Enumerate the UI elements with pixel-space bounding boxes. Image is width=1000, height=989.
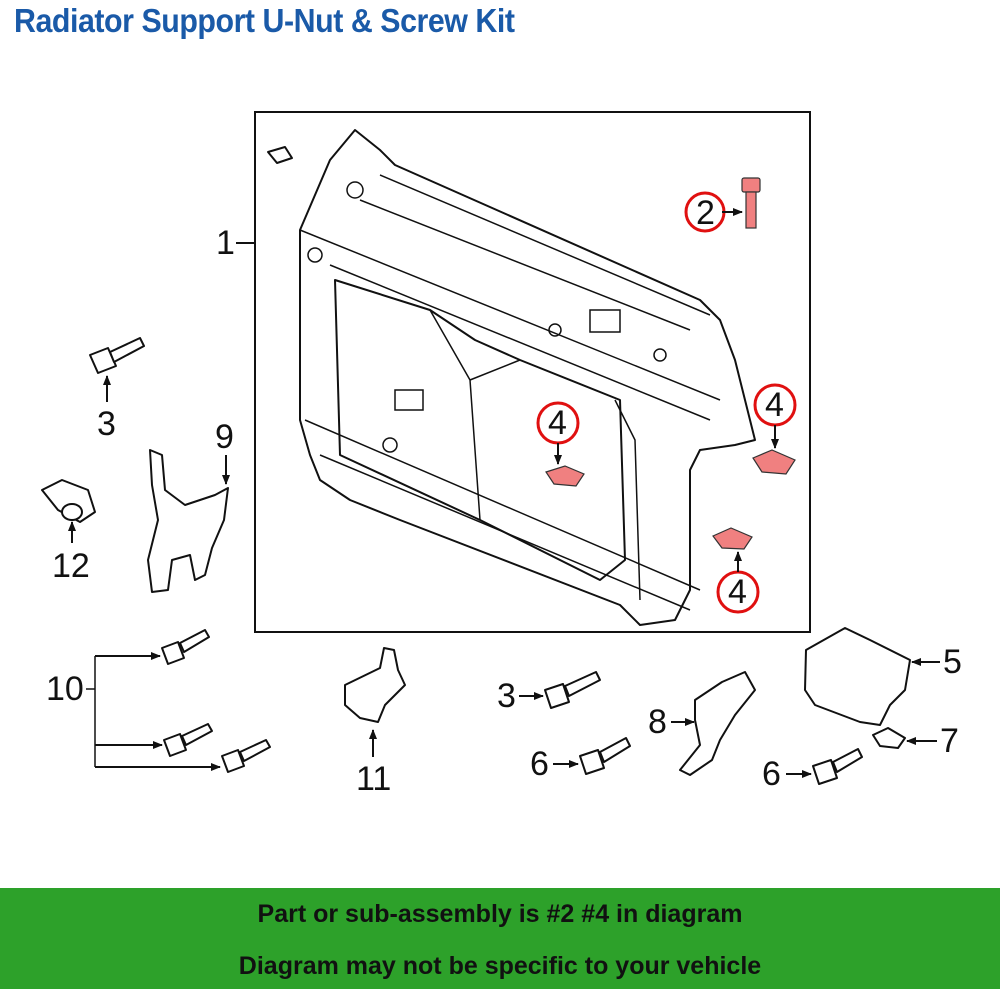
label-4b: 4 [765, 386, 784, 424]
info-footer: Part or sub-assembly is #2 #4 in diagram… [0, 888, 1000, 989]
radiator-support-box [254, 111, 811, 633]
label-6a: 6 [530, 745, 549, 783]
label-4c: 4 [728, 573, 747, 611]
radiator-support-frame [299, 129, 756, 626]
u-nut-4a [545, 465, 585, 487]
cover-part-5 [804, 627, 911, 726]
bolt-part-3a [89, 337, 145, 374]
label-8: 8 [648, 703, 667, 741]
u-nut-4b [752, 449, 796, 475]
bolt-part-10a [161, 629, 210, 665]
bolt-part-2 [741, 177, 761, 229]
bolt-part-6b [812, 748, 863, 785]
label-4a: 4 [548, 404, 567, 442]
label-1: 1 [216, 224, 235, 262]
bolt-part-6a [579, 737, 631, 775]
clip-part-7 [872, 727, 906, 749]
bracket-part-11 [344, 647, 406, 723]
label-12: 12 [52, 547, 90, 585]
label-10: 10 [46, 670, 84, 708]
label-2: 2 [696, 194, 715, 232]
parts-diagram: 2 4 4 4 1 3 9 12 10 [41, 111, 962, 798]
bolt-part-3b [544, 671, 601, 709]
clip-part [267, 146, 293, 164]
label-6b: 6 [762, 755, 781, 793]
label-7: 7 [940, 722, 959, 760]
u-nut-4c [712, 527, 753, 550]
bracket-part-8 [679, 671, 756, 776]
bracket-part-9 [147, 449, 229, 593]
bolt-part-10b [163, 723, 213, 757]
label-11: 11 [356, 760, 391, 798]
page-title: Radiator Support U-Nut & Screw Kit [14, 2, 515, 39]
label-3a: 3 [97, 405, 116, 443]
bolt-part-10c [221, 739, 271, 773]
label-5: 5 [943, 643, 962, 681]
label-9: 9 [215, 418, 234, 456]
footer-line-1: Part or sub-assembly is #2 #4 in diagram [257, 900, 743, 928]
clip-part-12 [41, 479, 96, 523]
label-3b: 3 [497, 677, 516, 715]
footer-line-2: Diagram may not be specific to your vehi… [238, 952, 762, 980]
